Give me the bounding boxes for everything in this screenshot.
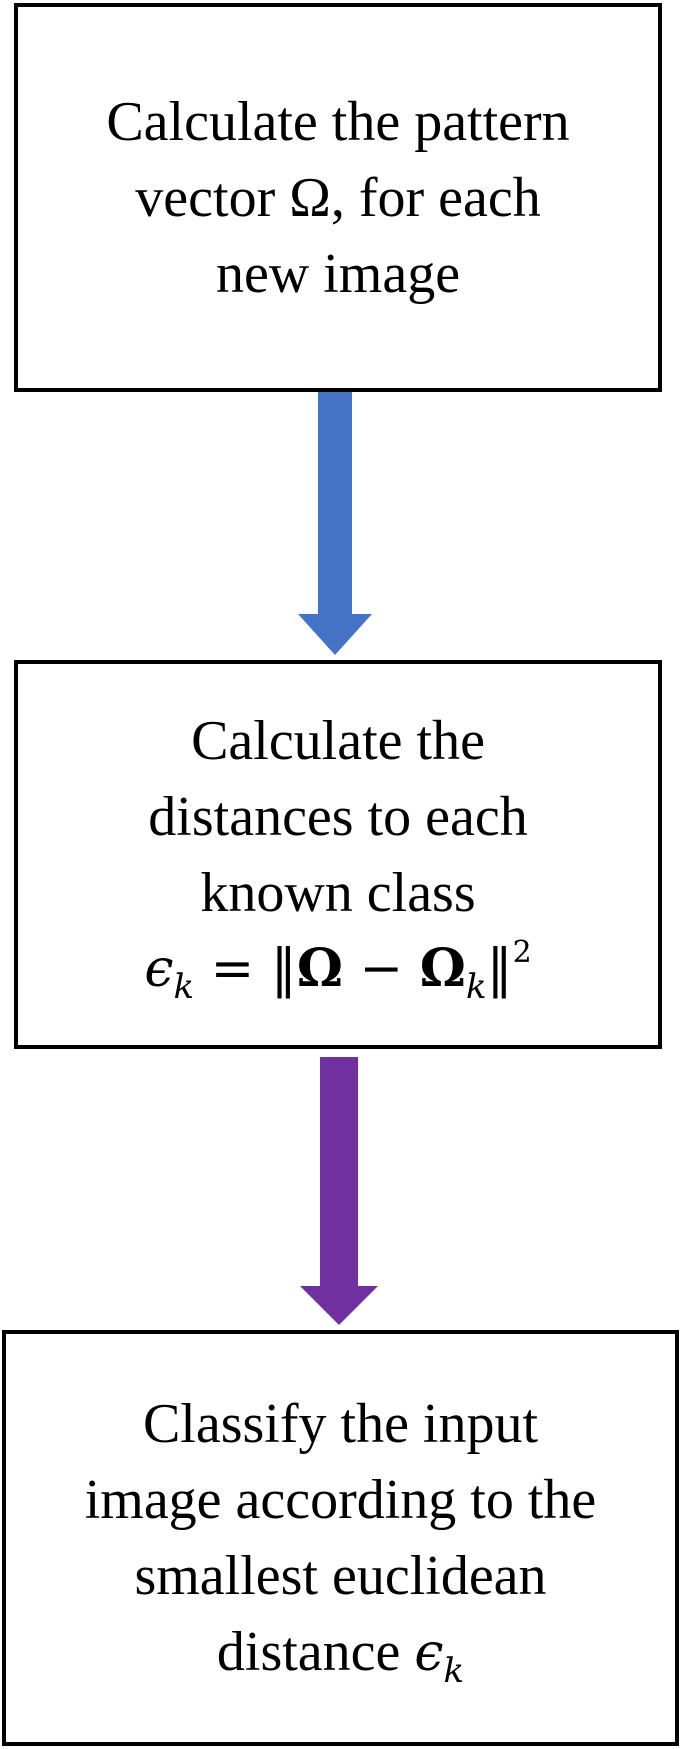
distance-formula: ϵk = ‖Ω − Ωk‖2 (144, 931, 531, 1007)
arrow-2-shape (300, 1057, 378, 1325)
formula-omega-k: Ω (419, 937, 466, 999)
step-1-box: Calculate the pattern vector Ω, for each… (14, 3, 662, 392)
step-2-line-1: Calculate the (191, 709, 485, 772)
symbol-k-subscript: k (443, 1650, 465, 1691)
formula-norm-close: ‖ (486, 938, 513, 999)
formula-minus: − (359, 938, 404, 999)
formula-norm-open: ‖ (270, 938, 297, 999)
arrow-1-shape (298, 392, 372, 655)
step-3-line-4-text: distance (216, 1620, 401, 1683)
formula-epsilon: ϵ (144, 938, 174, 999)
step-3-box: Classify the input image according to th… (2, 1330, 679, 1746)
formula-equals: = (210, 938, 255, 999)
formula-k-subscript: k (173, 966, 195, 1007)
epsilon-k-symbol: ϵk (414, 1622, 464, 1688)
step-1-line-3: new image (215, 242, 461, 305)
formula-omega: Ω (296, 937, 344, 999)
step-1-line-2: vector Ω, for each (135, 166, 541, 229)
formula-power: 2 (512, 934, 532, 970)
symbol-epsilon: ϵ (414, 1622, 444, 1683)
step-2-box: Calculate the distances to each known cl… (14, 660, 662, 1049)
step-3-line-3: smallest euclidean (134, 1544, 547, 1607)
step-3-line-1: Classify the input (142, 1392, 539, 1455)
step-3-line-4: distance ϵk (217, 1614, 464, 1691)
step-1-line-1: Calculate the pattern (106, 90, 570, 153)
formula-k2-subscript: k (465, 966, 487, 1007)
step-2-line-2: distances to each (148, 785, 528, 848)
step-3-line-2: image according to the (84, 1468, 597, 1531)
step-2-line-3: known class (200, 861, 476, 924)
